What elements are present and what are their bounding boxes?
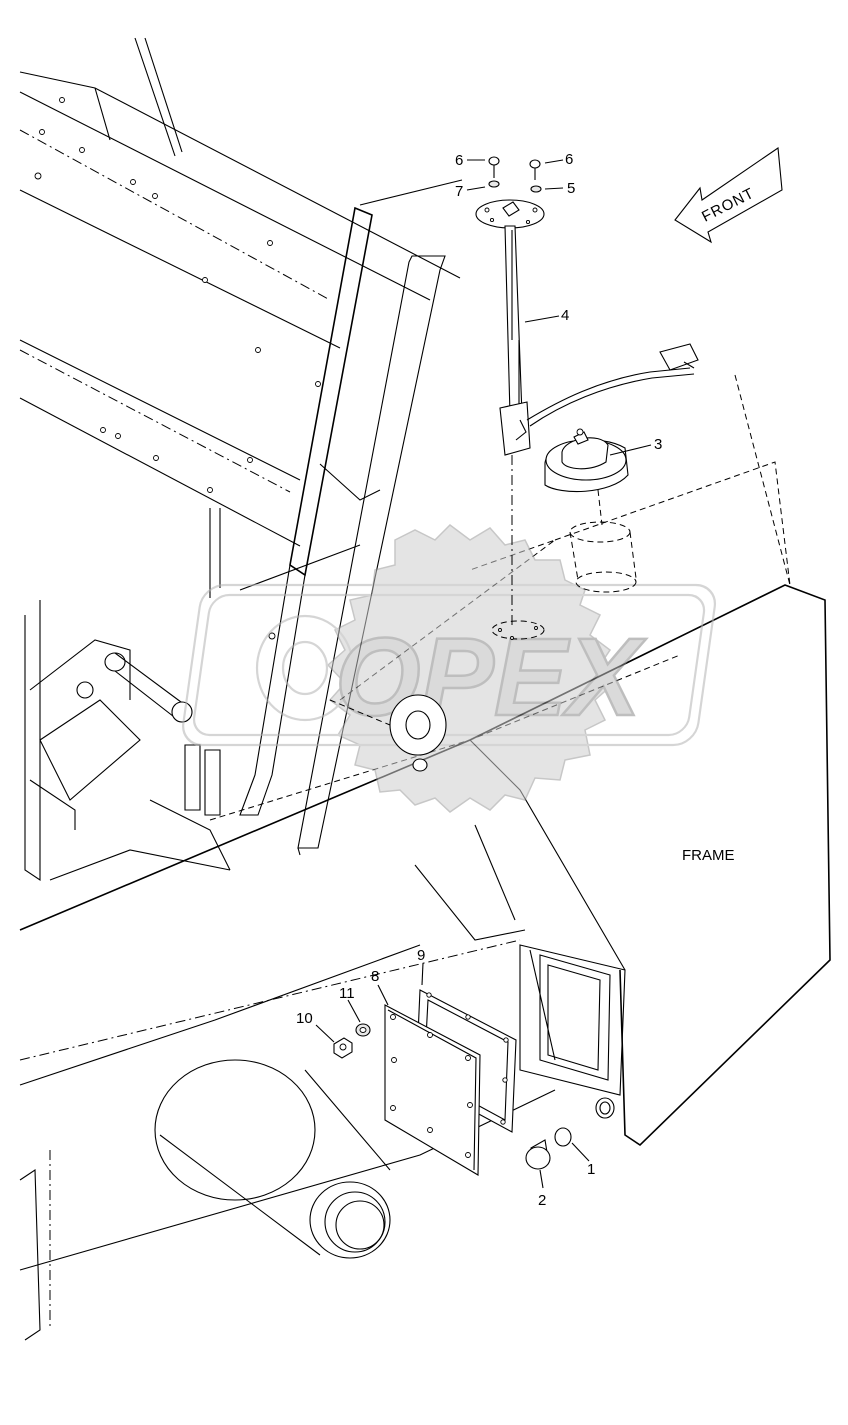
front-direction-arrow: FRONT xyxy=(674,147,783,244)
callout-1: 1 xyxy=(587,1161,595,1178)
callout-5: 5 xyxy=(567,180,575,197)
callout-10: 10 xyxy=(296,1010,313,1027)
washer-11 xyxy=(355,1023,371,1037)
watermark-text: OPEX xyxy=(335,616,646,739)
callout-8: 8 xyxy=(371,968,379,985)
callout-3: 3 xyxy=(654,436,662,453)
cover-plate-8 xyxy=(384,1004,481,1176)
washer-5 xyxy=(530,185,542,193)
bolt-6-left xyxy=(488,156,500,178)
fuel-sender-unit xyxy=(475,199,699,640)
callout-leaders xyxy=(315,159,652,1189)
callout-2: 2 xyxy=(538,1192,546,1209)
callout-9: 9 xyxy=(417,947,425,964)
callout-7: 7 xyxy=(455,183,463,200)
fuel-cap xyxy=(544,428,629,493)
washer-7 xyxy=(488,180,500,188)
frame-label: FRAME xyxy=(682,847,735,864)
filler-neck xyxy=(569,489,637,593)
nut-10 xyxy=(333,1037,353,1059)
watermark-logo: OPEX xyxy=(182,524,717,813)
drain-plug-2 xyxy=(525,1139,551,1170)
callout-6-right: 6 xyxy=(565,151,573,168)
frame-structure xyxy=(19,37,831,1341)
bolt-6-right xyxy=(529,159,541,180)
frame-bushing xyxy=(329,694,447,772)
rivet-holes xyxy=(34,97,321,640)
drain-port xyxy=(595,1097,615,1119)
callout-11: 11 xyxy=(339,985,355,1002)
callout-6-left: 6 xyxy=(455,152,463,169)
callout-4: 4 xyxy=(561,307,569,324)
o-ring-1 xyxy=(554,1127,572,1147)
